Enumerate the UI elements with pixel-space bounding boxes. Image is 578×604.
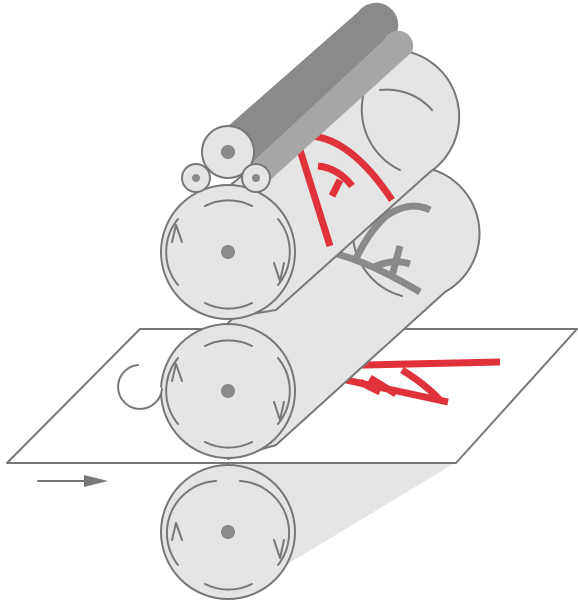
- impression-cylinder-axle: [221, 525, 235, 539]
- plate-cylinder-axle: [221, 245, 235, 259]
- feed-direction-arrow: [38, 475, 108, 487]
- blanket-cylinder-axle: [221, 384, 235, 398]
- impression-cylinder: [161, 463, 455, 600]
